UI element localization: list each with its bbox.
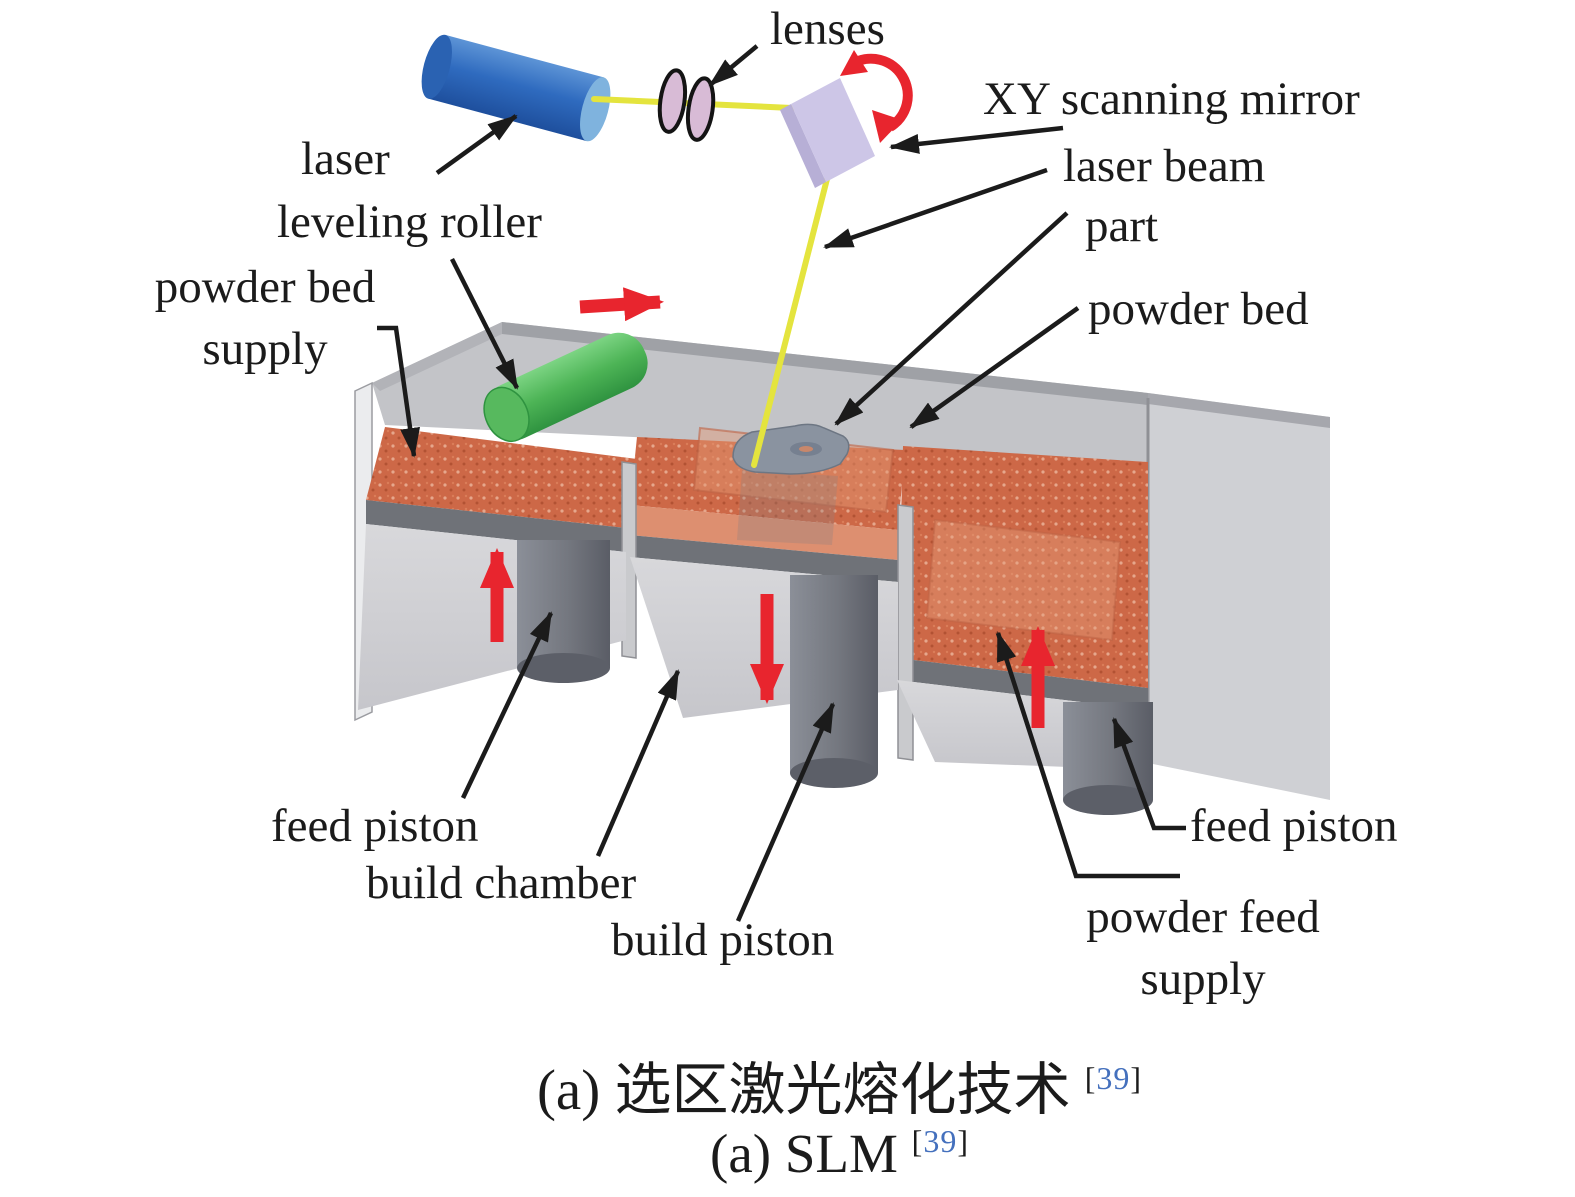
- xy-scanning-mirror-arrow: [889, 125, 1064, 154]
- caption-line-en: (a) SLM [39]: [0, 1122, 1575, 1185]
- mirror-rotation-arrow-icon: [840, 50, 913, 143]
- pistons: [517, 540, 1153, 815]
- leveling-roller-arrow: [449, 257, 520, 390]
- caption-en-prefix: (a): [710, 1123, 785, 1184]
- focusing-lenses-icon: [657, 68, 716, 142]
- label-powder-feed-supply: powder feed supply: [1063, 886, 1343, 1010]
- label-lenses: lenses: [770, 3, 885, 55]
- label-xy-scanning-mirror: XY scanning mirror: [983, 73, 1360, 125]
- label-feed-piston-right: feed piston: [1190, 800, 1398, 852]
- ref-number: 39: [923, 1123, 958, 1159]
- laser-arrow: [435, 114, 518, 175]
- label-leveling-roller: leveling roller: [277, 196, 542, 248]
- caption-en-reference: [39]: [912, 1123, 969, 1159]
- roller-direction-arrow-icon: [579, 287, 664, 322]
- ref-open-bracket: [: [1084, 1060, 1097, 1096]
- caption-zh-text: 选区激光熔化技术: [614, 1059, 1071, 1122]
- ref-close-bracket: ]: [957, 1123, 969, 1159]
- label-powder-bed-supply: powder bed supply: [130, 256, 400, 380]
- powder-bed-supply-connector: [377, 325, 421, 458]
- caption-zh-prefix: (a): [536, 1059, 615, 1122]
- build-piston-arrow: [735, 702, 836, 922]
- label-powder-feed-supply-line2: supply: [1140, 953, 1266, 1005]
- leveling-roller-shape: [483, 332, 648, 443]
- ref-open-bracket: [: [911, 1123, 924, 1159]
- feed-piston-left-arrow: [460, 611, 554, 799]
- powder-beds: [366, 426, 1148, 710]
- label-powder-bed-supply-line1: powder bed: [154, 261, 376, 313]
- slm-machine: [354, 287, 1330, 815]
- part-arrow: [834, 211, 1069, 426]
- powder-bed-arrow: [909, 306, 1080, 429]
- annotation-arrows: [377, 44, 1186, 922]
- powder-feed-supply-connector: [995, 631, 1180, 879]
- caption-zh-reference: [39]: [1085, 1060, 1142, 1096]
- label-build-chamber: build chamber: [366, 857, 637, 909]
- part-shape: [732, 423, 850, 545]
- feed-piston-right-connector: [1111, 717, 1186, 831]
- label-part: part: [1085, 200, 1159, 252]
- label-feed-piston-left: feed piston: [271, 800, 479, 852]
- label-powder-feed-supply-line1: powder feed: [1086, 891, 1320, 943]
- laser-beam-arrow: [823, 167, 1048, 250]
- label-build-piston: build piston: [611, 914, 835, 966]
- xy-scanning-mirror-shape: [780, 78, 875, 188]
- caption-en-text: SLM: [784, 1123, 898, 1184]
- build-chamber-arrow: [595, 669, 681, 857]
- label-powder-bed-supply-line2: supply: [202, 323, 328, 375]
- label-laser-beam: laser beam: [1063, 140, 1266, 192]
- ref-close-bracket: ]: [1130, 1060, 1143, 1096]
- lenses-arrow: [708, 44, 759, 87]
- ref-number: 39: [1096, 1060, 1131, 1096]
- label-powder-bed: powder bed: [1088, 283, 1309, 335]
- red-direction-arrows: [480, 287, 1055, 728]
- label-laser: laser: [301, 133, 390, 185]
- laser-source: [421, 34, 611, 142]
- caption-line-zh: (a) 选区激光熔化技术 [39]: [0, 1044, 1575, 1126]
